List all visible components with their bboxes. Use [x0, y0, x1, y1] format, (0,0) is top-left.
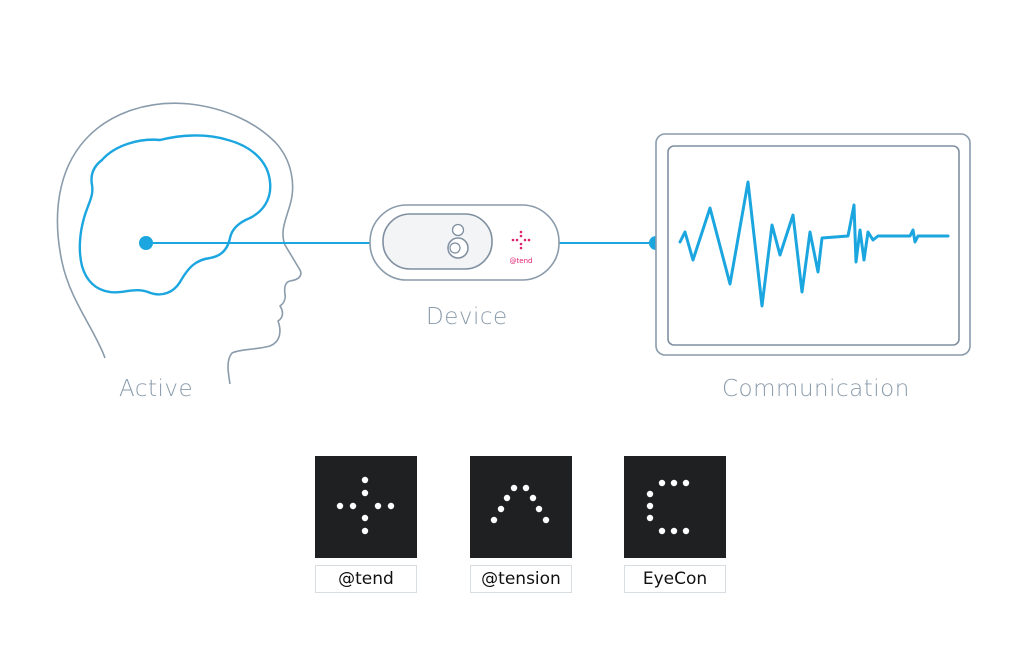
label-communication: Communication: [722, 376, 910, 402]
mode-tile-eyecon: [624, 456, 726, 558]
brain-node: [139, 236, 153, 250]
signal-waveform: [678, 180, 950, 308]
c-dots-icon: [646, 479, 690, 535]
mode-caption-attend: @tend: [315, 565, 417, 593]
device-lens-panel: [382, 213, 493, 270]
cross-dots-icon: [511, 230, 531, 250]
mode-caption-attension: @tension: [470, 565, 572, 593]
label-active: Active: [119, 376, 194, 402]
brain-outline: [78, 134, 272, 296]
mode-tile-attend: [315, 456, 417, 558]
device-small-sensor: [451, 223, 465, 237]
device-brand-text: @tend: [510, 257, 533, 265]
mode-tile-attension: [470, 456, 572, 558]
label-device: Device: [426, 304, 508, 330]
caret-dots-icon: [490, 484, 550, 524]
head-outline: [56, 102, 302, 385]
mode-caption-eyecon: EyeCon: [624, 565, 726, 593]
device-lens-inner: [449, 242, 461, 254]
device-camera-lens: [447, 237, 469, 259]
cross-dots-icon: [336, 476, 395, 535]
